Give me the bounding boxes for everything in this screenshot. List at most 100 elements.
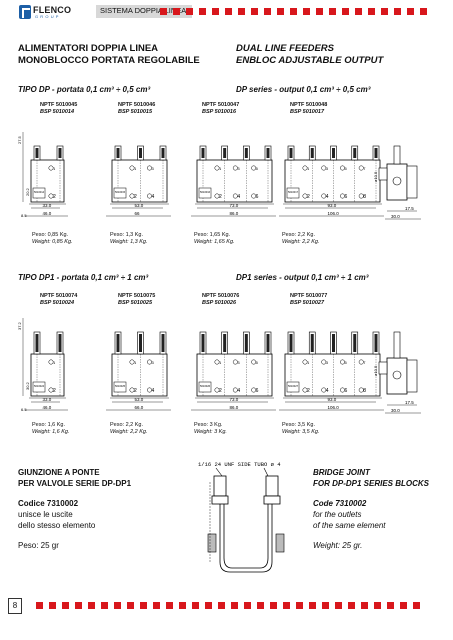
outlet-number: 1 bbox=[53, 166, 56, 171]
section-title: SISTEMA DOPPIA LINEA bbox=[96, 5, 193, 18]
bsp-code: BSP 5010017 bbox=[290, 109, 325, 115]
height-left-dim: 27.5 bbox=[17, 135, 22, 144]
red-square bbox=[218, 602, 225, 609]
outlet-number: 2 bbox=[307, 388, 310, 394]
red-square bbox=[394, 8, 401, 15]
side-dim-b: 30.0 bbox=[391, 408, 400, 413]
outlet-number: 1 bbox=[219, 360, 222, 365]
red-square bbox=[400, 602, 407, 609]
red-square bbox=[322, 602, 329, 609]
outlet-number: 5 bbox=[256, 360, 259, 365]
red-square bbox=[290, 8, 297, 15]
bridge-en-weight: Weight: 25 gr. bbox=[313, 541, 363, 550]
outlet-number: 4 bbox=[326, 388, 329, 394]
red-square bbox=[153, 602, 160, 609]
bsp-code: BSP 5010016 bbox=[202, 109, 237, 115]
weight-it: Peso: 1,65 Kg. bbox=[194, 232, 231, 238]
dp1_section-weight: Peso: 1,6 Kg.Weight: 1,6 Kg. bbox=[32, 422, 70, 436]
red-square bbox=[309, 602, 316, 609]
width-dim: 73.0 bbox=[230, 203, 239, 208]
outlet-number: 6 bbox=[256, 194, 259, 200]
dp_section-weight: Peso: 1,3 Kg.Weight: 1,3 Kg. bbox=[110, 232, 148, 246]
dp1_section-weight: Peso: 3 Kg.Weight: 3 Kg. bbox=[194, 422, 227, 436]
red-square bbox=[212, 8, 219, 15]
outlet-number: 2 bbox=[219, 194, 222, 200]
title-it-line2: MONOBLOCCO PORTATA REGOLABILE bbox=[18, 55, 200, 66]
bottom-red-squares bbox=[36, 602, 420, 610]
title-en-line1: DUAL LINE FEEDERS bbox=[236, 43, 335, 54]
nptf-code: NPTF 5010077 bbox=[290, 293, 328, 299]
weight-en: Weight: 3 Kg. bbox=[194, 429, 227, 435]
red-square bbox=[192, 602, 199, 609]
red-square bbox=[335, 602, 342, 609]
length-dim: 86.0 bbox=[230, 211, 239, 216]
height-body-dim: 30.2 bbox=[25, 381, 30, 390]
outlet-number: 6 bbox=[256, 388, 259, 394]
red-square bbox=[368, 8, 375, 15]
outlet-number: 8 bbox=[363, 194, 366, 200]
dp_section-weight: Peso: 2,2 Kg.Weight: 2,2 Kg. bbox=[282, 232, 320, 246]
length-dim: 46.0 bbox=[43, 405, 52, 410]
length-dim: 86.0 bbox=[230, 405, 239, 410]
bridge-en-code: Code 7310002 bbox=[313, 499, 367, 508]
dp-title-it: TIPO DP - portata 0,1 cm³ ÷ 0,5 cm³ bbox=[18, 85, 151, 94]
red-square bbox=[186, 8, 193, 15]
red-square bbox=[296, 602, 303, 609]
red-square bbox=[62, 602, 69, 609]
nptf-code: NPTF 5010076 bbox=[202, 293, 240, 299]
title-it-line1: ALIMENTATORI DOPPIA LINEA bbox=[18, 43, 159, 54]
foot-dim: 8.5 bbox=[21, 213, 27, 218]
bsp-code: BSP 5010024 bbox=[40, 300, 75, 306]
red-square bbox=[407, 8, 414, 15]
nptf-code: NPTF 5010075 bbox=[118, 293, 156, 299]
plate-code: 5010024 bbox=[34, 384, 45, 388]
outlet-number: 4 bbox=[152, 388, 155, 394]
weight-en: Weight: 2,2 Kg. bbox=[282, 239, 320, 245]
side-dia-dim: ø10.5 bbox=[373, 365, 378, 376]
foot-dim: 6.5 bbox=[21, 407, 27, 412]
page-header: FLENCO GROUP SISTEMA DOPPIA LINEA bbox=[0, 0, 453, 22]
red-square bbox=[264, 8, 271, 15]
bridge-joint-drawing: 1/16 24 UNF SIDE TUBO ø 4 bbox=[198, 461, 285, 573]
red-square bbox=[238, 8, 245, 15]
outlet-number: 3 bbox=[326, 166, 329, 171]
outlet-number: 5 bbox=[345, 166, 348, 171]
outlet-number: 3 bbox=[237, 166, 240, 171]
red-square bbox=[257, 602, 264, 609]
side-view: ø10.517.530.0 bbox=[373, 331, 421, 414]
red-square bbox=[173, 8, 180, 15]
bridge-en-title2: FOR DP-DP1 SERIES BLOCKS bbox=[313, 479, 430, 488]
bridge-it: GIUNZIONE A PONTE PER VALVOLE SERIE DP-D… bbox=[18, 467, 131, 551]
bsp-code: BSP 5010025 bbox=[118, 300, 153, 306]
outlet-number: 1 bbox=[134, 360, 137, 365]
side-view: ø10.517.530.0 bbox=[373, 145, 421, 220]
dp1_section-weight: Peso: 3,5 Kg.Weight: 3,5 Kg. bbox=[282, 422, 320, 436]
width-dim: 53.0 bbox=[135, 203, 144, 208]
plate-code: 5010025 bbox=[115, 384, 126, 388]
title-it: ALIMENTATORI DOPPIA LINEA MONOBLOCCO POR… bbox=[18, 43, 200, 67]
weight-it: Peso: 2,2 Kg. bbox=[282, 232, 316, 238]
page-number: 8 bbox=[8, 598, 22, 614]
red-square bbox=[348, 602, 355, 609]
outlet-number: 3 bbox=[152, 166, 155, 171]
red-square bbox=[329, 8, 336, 15]
outlet-number: 6 bbox=[345, 388, 348, 394]
outlet-number: 2 bbox=[219, 388, 222, 394]
title-en-line2: ENBLOC ADJUSTABLE OUTPUT bbox=[236, 55, 384, 66]
red-square bbox=[101, 602, 108, 609]
plate-code: 5010017 bbox=[288, 190, 299, 194]
height-left-dim: 37.2 bbox=[17, 321, 22, 330]
weight-it: Peso: 2,2 Kg. bbox=[110, 422, 144, 428]
weight-it: Peso: 3 Kg. bbox=[194, 422, 223, 428]
weight-en: Weight: 0,85 Kg. bbox=[32, 239, 73, 245]
outlet-number: 2 bbox=[307, 194, 310, 200]
weight-en: Weight: 3,5 Kg. bbox=[282, 429, 320, 435]
